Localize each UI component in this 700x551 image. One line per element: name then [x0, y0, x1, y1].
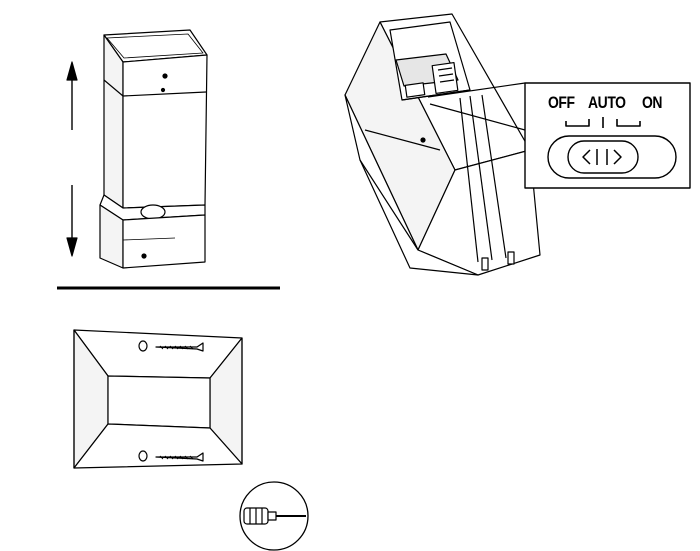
switch-label-off: OFF: [548, 93, 575, 112]
switch-label-auto: AUTO: [588, 93, 626, 112]
switch-mode-labels: OFF AUTO ON: [548, 93, 678, 115]
screw-icon: [155, 342, 204, 462]
up-down-arrow-icon: [66, 61, 78, 257]
bracket-icon: [73, 329, 243, 469]
slide-switch-icon: [547, 135, 677, 179]
screwdriver-icon: [239, 481, 309, 551]
light-fixture-icon: [99, 29, 208, 269]
switch-label-on: ON: [642, 93, 663, 112]
switch-callout: [524, 82, 691, 189]
fixture-open-icon: [344, 13, 541, 276]
